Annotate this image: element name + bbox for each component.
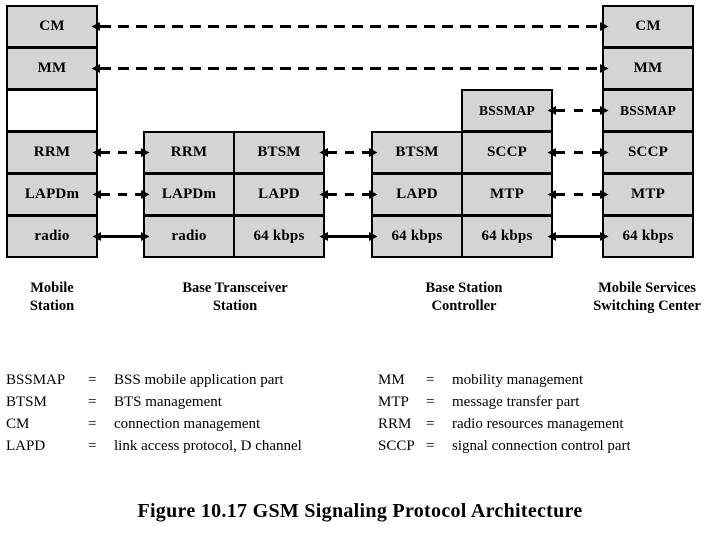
bts-layer-radio: radio [143, 215, 235, 258]
legend-equals-btsm: = [88, 394, 97, 410]
bts-layer-lapdm: LAPDm [143, 173, 235, 216]
bts-layer-lapd: LAPD [233, 173, 325, 216]
bts-layer-btsm: BTSM [233, 131, 325, 174]
bsc-layer-btsm: BTSM [371, 131, 463, 174]
bts-layer-64kbps: 64 kbps [233, 215, 325, 258]
legend-def-mtp: message transfer part [452, 394, 580, 410]
figure-caption: Figure 10.17 GSM Signaling Protocol Arch… [137, 500, 583, 522]
legend-item-mm: MM = mobility management [378, 372, 714, 394]
legend-item-rrm: RRM = radio resources management [378, 416, 714, 438]
legend-equals-rrm: = [426, 416, 435, 432]
legend-item-bssmap: BSSMAP = BSS mobile application part [6, 372, 366, 394]
legend-item-mtp: MTP = message transfer part [378, 394, 714, 416]
bsc-layer-mtp: MTP [461, 173, 553, 216]
bsc-layer-64kbps-left: 64 kbps [371, 215, 463, 258]
caption-bts-line2: Station [212, 298, 258, 315]
bsc-layer-bssmap: BSSMAP [461, 89, 553, 132]
legend-item-btsm: BTSM = BTS management [6, 394, 366, 416]
legend-def-sccp: signal connection control part [452, 438, 631, 454]
legend-item-sccp: SCCP = signal connection control part [378, 438, 714, 460]
legend-abbr-bssmap: BSSMAP [6, 372, 66, 388]
legend-equals-sccp: = [426, 438, 435, 454]
msc-layer-bssmap: BSSMAP [602, 89, 694, 132]
ms-layer-lapdm: LAPDm [6, 173, 98, 216]
ms-layer-radio: radio [6, 215, 98, 258]
legend-def-bssmap: BSS mobile application part [114, 372, 284, 388]
ms-layer-cm: CM [6, 5, 98, 48]
msc-layer-cm: CM [602, 5, 694, 48]
legend-def-cm: connection management [114, 416, 261, 432]
caption-bsc-line2: Controller [431, 298, 497, 315]
caption-mobile-station: Mobile Station [0, 279, 104, 315]
caption-mobile-station-line2: Station [29, 298, 75, 315]
caption-mobile-station-line1: Mobile [30, 280, 74, 296]
legend-abbr-mm: MM [378, 372, 405, 388]
caption-bsc-line1: Base Station [425, 280, 503, 296]
legend-def-mm: mobility management [452, 372, 584, 388]
ms-layer-mm: MM [6, 47, 98, 90]
msc-layer-mtp: MTP [602, 173, 694, 216]
legend-equals-cm: = [88, 416, 97, 432]
bts-layer-rrm: RRM [143, 131, 235, 174]
legend-abbr-mtp: MTP [378, 394, 409, 410]
caption-msc-line1: Mobile Services [598, 280, 696, 296]
bsc-layer-64kbps-right: 64 kbps [461, 215, 553, 258]
msc-layer-64kbps: 64 kbps [602, 215, 694, 258]
legend-def-rrm: radio resources management [452, 416, 624, 432]
legend-column-left: BSSMAP = BSS mobile application part BTS… [6, 372, 366, 460]
bsc-layer-sccp: SCCP [461, 131, 553, 174]
caption-msc-line2: Switching Center [593, 298, 701, 315]
ms-layer-rrm: RRM [6, 131, 98, 174]
legend-abbr-btsm: BTSM [6, 394, 47, 410]
legend-item-cm: CM = connection management [6, 416, 366, 438]
legend-def-lapd: link access protocol, D channel [114, 438, 302, 454]
legend-abbr-sccp: SCCP [378, 438, 415, 454]
ms-layer-empty [6, 89, 98, 132]
legend-equals-bssmap: = [88, 372, 97, 388]
msc-layer-mm: MM [602, 47, 694, 90]
legend-equals-mm: = [426, 372, 435, 388]
legend-item-lapd: LAPD = link access protocol, D channel [6, 438, 366, 460]
legend-abbr-rrm: RRM [378, 416, 412, 432]
legend-column-right: MM = mobility management MTP = message t… [378, 372, 714, 460]
caption-mobile-services-switching-center: Mobile Services Switching Center [574, 279, 720, 315]
caption-bts-line1: Base Transceiver [182, 280, 288, 296]
caption-base-station-controller: Base Station Controller [374, 279, 554, 315]
caption-base-transceiver-station: Base Transceiver Station [140, 279, 330, 315]
msc-layer-sccp: SCCP [602, 131, 694, 174]
legend-equals-lapd: = [88, 438, 97, 454]
legend-def-btsm: BTS management [114, 394, 222, 410]
abbreviation-legend: BSSMAP = BSS mobile application part BTS… [0, 372, 720, 468]
legend-equals-mtp: = [426, 394, 435, 410]
legend-abbr-lapd: LAPD [6, 438, 46, 454]
legend-abbr-cm: CM [6, 416, 30, 432]
bsc-layer-lapd: LAPD [371, 173, 463, 216]
